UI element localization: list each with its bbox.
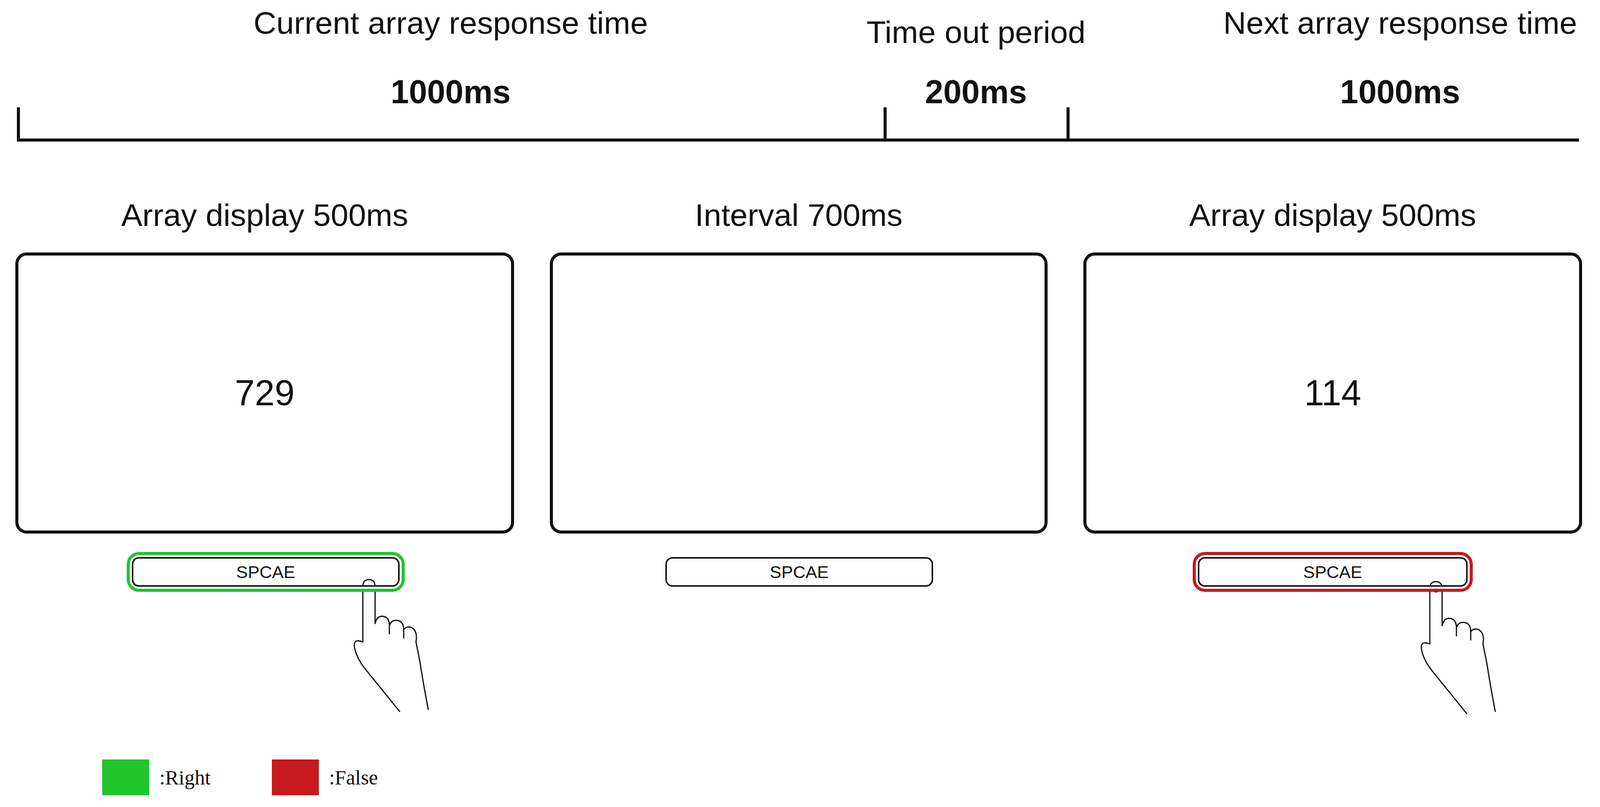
array-number: 114 <box>1304 372 1362 414</box>
pointing-hand <box>1421 581 1496 714</box>
space-key: SPCAE <box>1197 557 1468 587</box>
timeline <box>18 107 1580 142</box>
duration-label: 1000ms <box>1340 73 1461 111</box>
panel-heading: Array display 500ms <box>121 196 409 234</box>
timeline-label: Time out period <box>866 13 1086 51</box>
legend-swatch <box>102 759 150 796</box>
display-screen: Interval 700ms <box>549 252 1048 534</box>
space-key: SPCAE <box>665 557 934 587</box>
duration-label: 200ms <box>924 73 1027 111</box>
key-label: SPCAE <box>764 562 834 583</box>
key-label: SPCAE <box>1297 562 1367 583</box>
legend-swatch <box>271 759 319 796</box>
space-key: SPCAE <box>131 557 400 587</box>
panel-heading: Array display 500ms <box>1189 196 1477 234</box>
pointing-hand <box>354 579 429 712</box>
display-screen: Array display 500ms114 <box>1083 252 1583 534</box>
key-label: SPCAE <box>230 562 300 583</box>
timeline-label: Next array response time <box>1223 4 1578 41</box>
duration-label: 1000ms <box>390 73 512 111</box>
array-number: 729 <box>235 372 295 414</box>
display-screen: Array display 500ms729 <box>15 252 515 534</box>
panel-heading: Interval 700ms <box>694 196 903 234</box>
legend-text: :False <box>329 765 379 790</box>
timeline-label: Current array response time <box>253 4 648 41</box>
legend-text: :Right <box>159 765 211 790</box>
